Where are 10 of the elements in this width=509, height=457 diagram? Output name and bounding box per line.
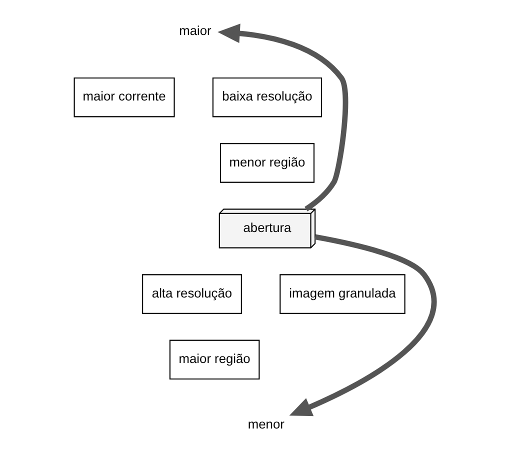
node-box: maior corrente <box>74 77 175 118</box>
arrow <box>218 24 348 212</box>
node-box: baixa resolução <box>212 77 322 118</box>
arrow <box>289 234 437 416</box>
node-text: menor <box>248 416 284 432</box>
node-box: menor região <box>220 143 315 183</box>
node-box: alta resolução <box>142 274 242 314</box>
node-text: maior <box>179 23 212 38</box>
node-box: maior região <box>169 340 260 380</box>
node-box: imagem granulada <box>280 274 406 314</box>
